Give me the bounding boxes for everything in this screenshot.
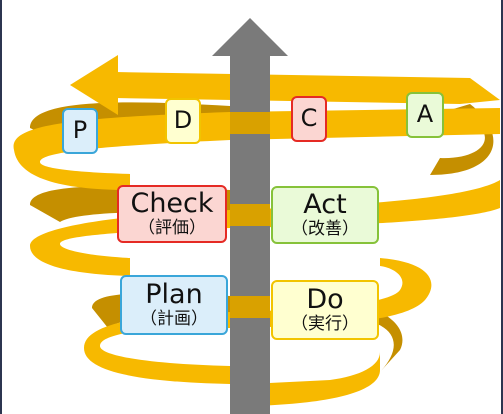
check-box: Check （評価） [117, 185, 227, 243]
left-frame-border [0, 0, 2, 414]
do-sublabel: （実行） [291, 313, 359, 334]
ribbon-crossings [230, 112, 270, 318]
right-frame-border [501, 0, 503, 414]
do-box: Do （実行） [271, 280, 379, 340]
plan-sublabel: （計画） [140, 308, 208, 329]
plan-label: Plan [145, 279, 203, 311]
act-label: Act [303, 189, 347, 221]
letter-d-label: D [173, 106, 193, 135]
letter-p-box: P [62, 108, 98, 154]
letter-d-box: D [165, 98, 201, 144]
spiral-arrowhead-icon [70, 55, 118, 115]
act-sublabel: （改善） [291, 218, 359, 239]
do-label: Do [306, 284, 344, 316]
check-sublabel: （評価） [138, 217, 206, 238]
plan-box: Plan （計画） [120, 275, 228, 335]
letter-c-label: C [300, 104, 318, 133]
letter-c-box: C [291, 96, 327, 142]
letter-a-label: A [416, 100, 434, 129]
check-label: Check [130, 188, 214, 220]
letter-a-box: A [406, 92, 444, 138]
letter-p-label: P [72, 116, 88, 145]
act-box: Act （改善） [271, 186, 379, 244]
